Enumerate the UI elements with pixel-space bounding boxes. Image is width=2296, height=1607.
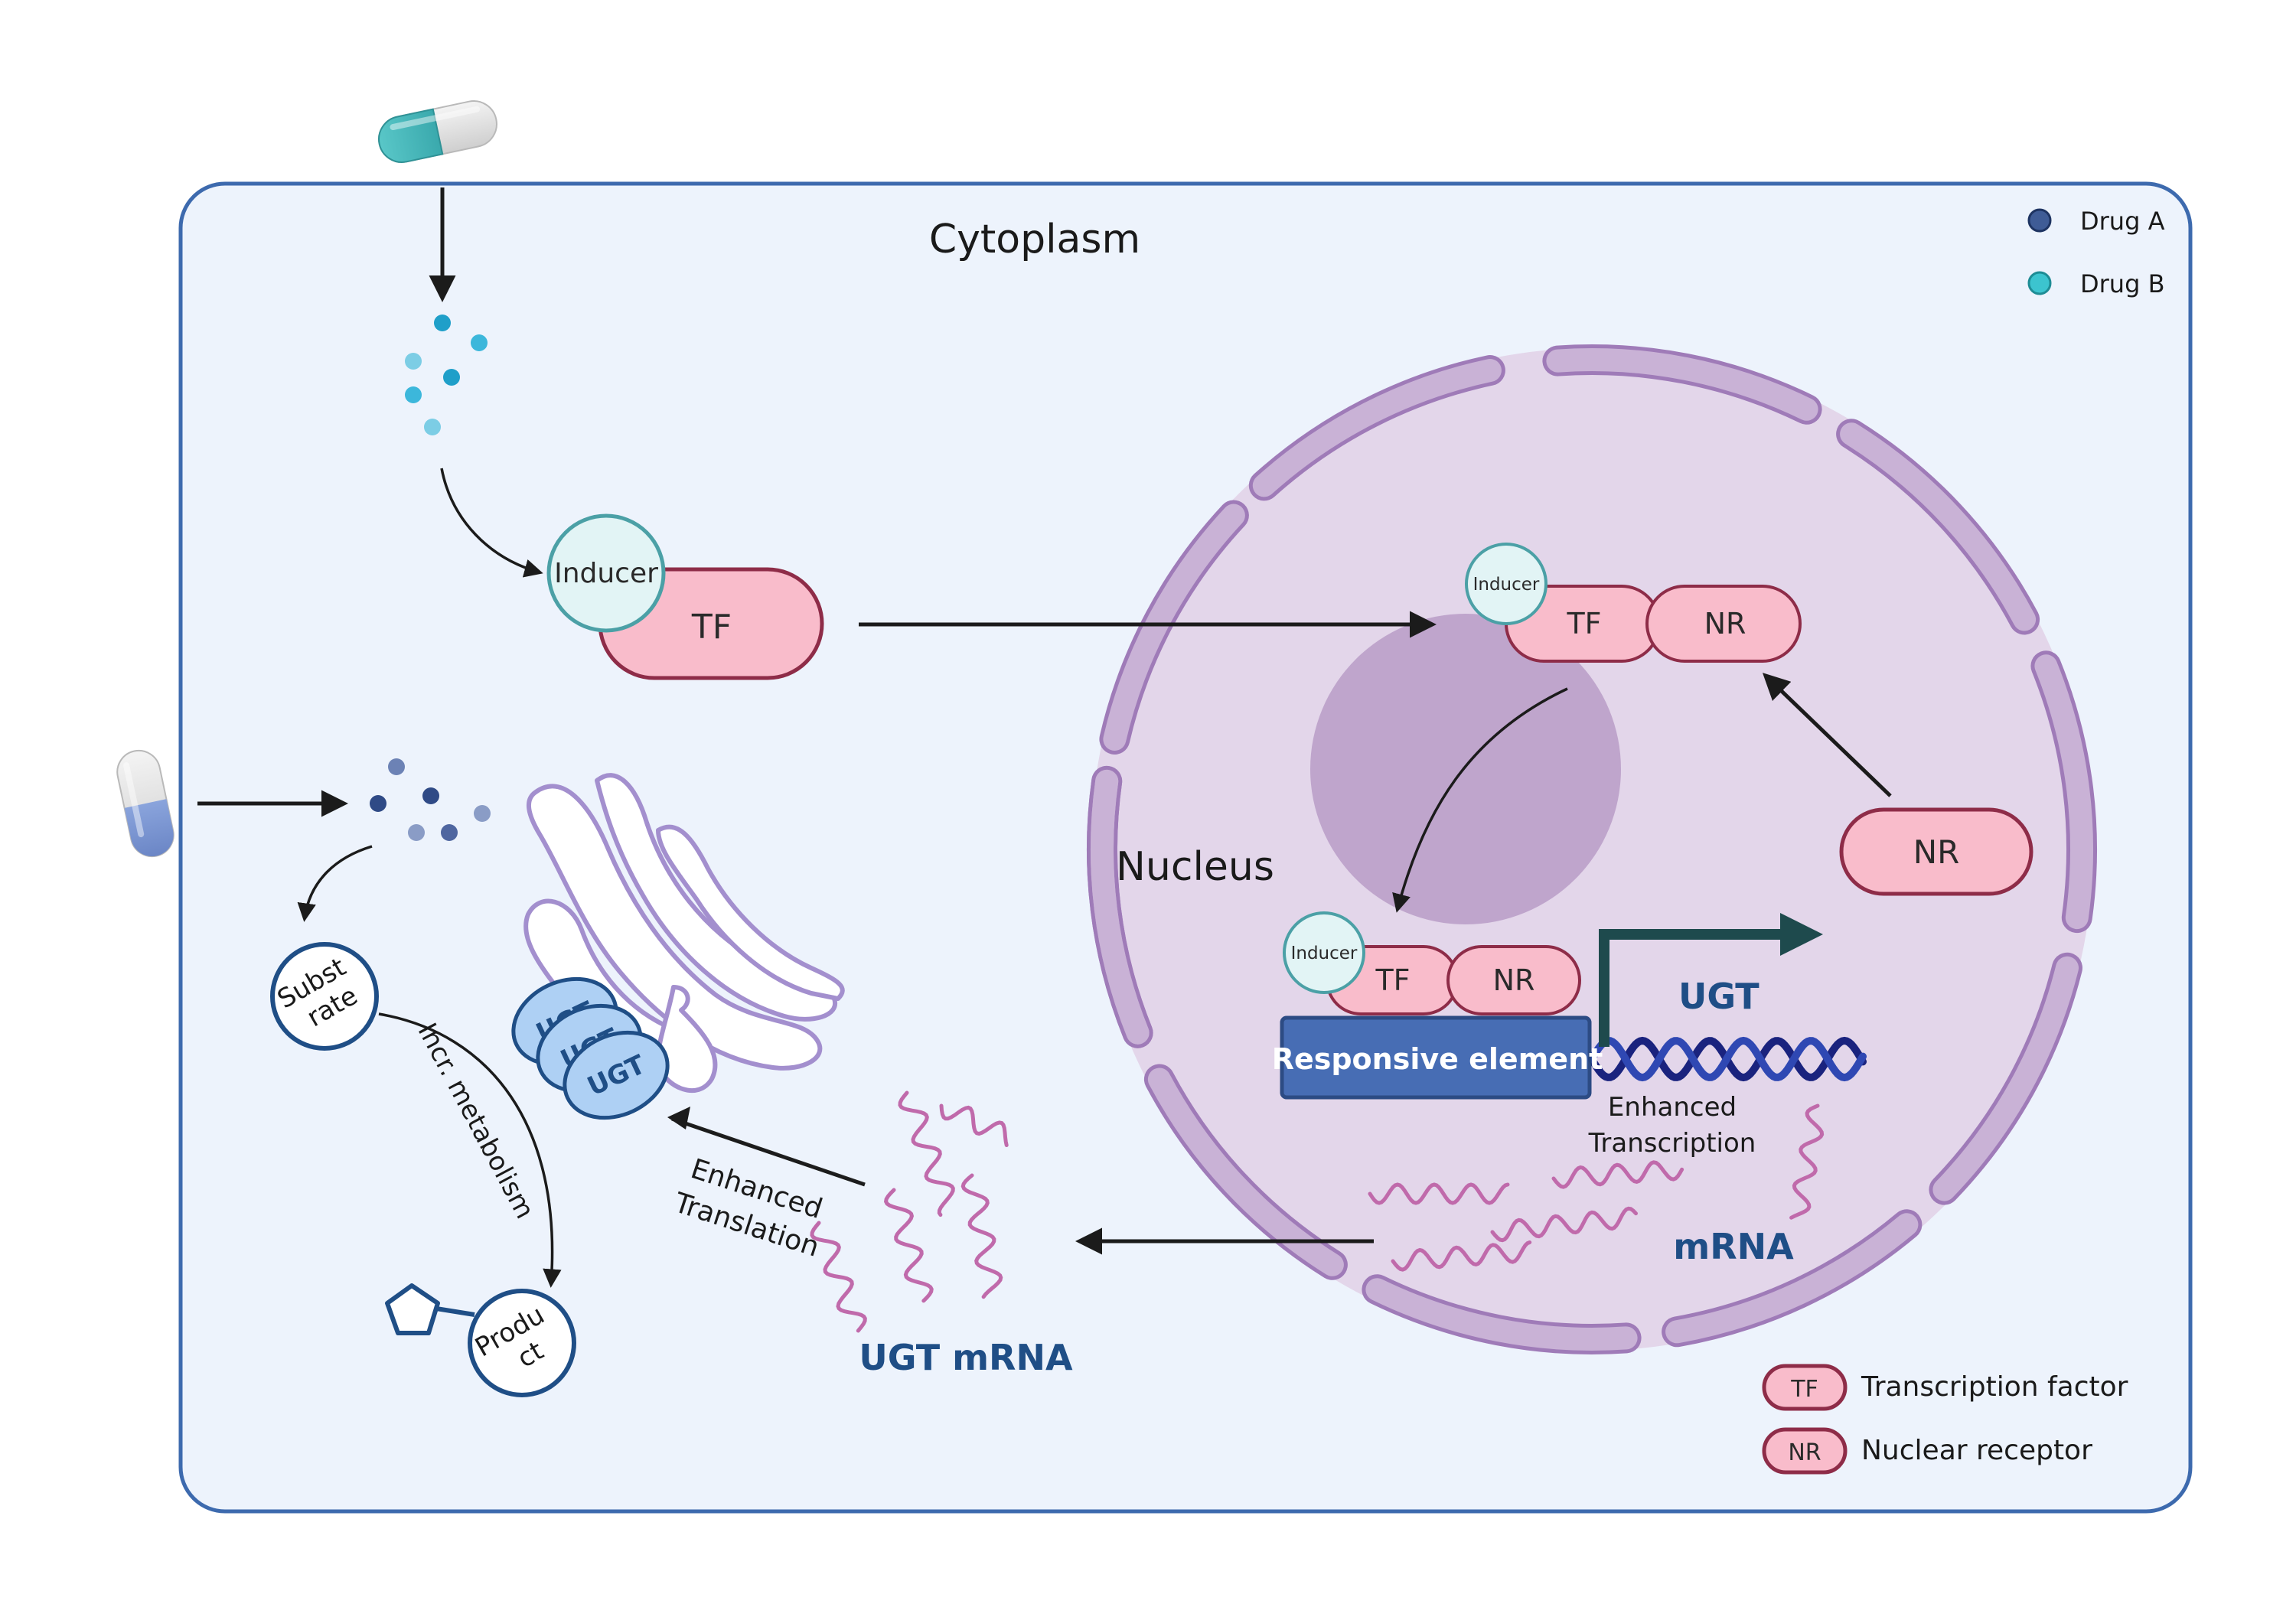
- free-nr-pill: [1839, 807, 2033, 896]
- complex-to-dna-arrow: [1392, 687, 1568, 913]
- nuclear-mrna-strands: [1368, 1103, 1825, 1272]
- nr-to-complex-arrow: [1762, 673, 1892, 797]
- nuclear-top-tf-label: TF: [1566, 607, 1601, 641]
- nucleolus: [1310, 614, 1621, 924]
- responsive-element-box: [1280, 1015, 1592, 1100]
- endoplasmic-reticulum: [523, 773, 845, 1094]
- tf-legend-label: Transcription factor: [1861, 1371, 2128, 1403]
- free-nr-label: NR: [1913, 833, 1960, 871]
- substrate-circle: [270, 942, 379, 1051]
- mrna-label: mRNA: [1673, 1226, 1794, 1267]
- tf-legend-pill: [1762, 1364, 1848, 1411]
- enhanced-transcription-line1: Enhanced: [1608, 1092, 1737, 1123]
- nuclear-top-nr-pill: [1645, 585, 1802, 663]
- ugt-mrna-label: UGT mRNA: [859, 1337, 1073, 1378]
- ugt-enzyme-3: UGT: [563, 1030, 670, 1120]
- dna-tf-label: TF: [1375, 963, 1410, 997]
- cytoplasm-tf-label: TF: [691, 608, 732, 647]
- drug-b-capsule-icon: [378, 100, 497, 163]
- glucuronide-pentagon-icon: [385, 1283, 440, 1335]
- nuclear-top-nr-label: NR: [1704, 607, 1746, 641]
- ugt-gene-label: UGT: [1678, 976, 1760, 1017]
- drug-b-particles: [405, 315, 488, 435]
- product-circle: [468, 1289, 576, 1397]
- drug-b-legend-label: Drug B: [2080, 269, 2165, 298]
- nuclear-envelope: [1087, 344, 2097, 1354]
- drug-a-particles: [370, 758, 491, 841]
- transcription-start-arrowhead: [1780, 913, 1823, 956]
- nuclear-top-inducer-label: Inducer: [1473, 575, 1540, 595]
- drug-b-to-inducer-arrow: [440, 468, 543, 578]
- product-bond: [435, 1306, 475, 1317]
- responsive-element-label: Responsive element: [1272, 1042, 1603, 1076]
- cytoplasm-inducer-tf-complex: TF Inducer: [546, 513, 824, 680]
- cytoplasm-label: Cytoplasm: [929, 217, 1140, 262]
- nr-legend-label: Nuclear receptor: [1861, 1435, 2092, 1466]
- ugt-enzymes: UGT UGT UGT: [511, 976, 670, 1120]
- nuclear-top-inducer: [1465, 543, 1548, 625]
- cytoplasm-inducer: [546, 513, 666, 633]
- transcription-start-arrow: [1599, 929, 1783, 1047]
- translation-arrow: [671, 1116, 866, 1187]
- dna-nr-pill: [1446, 945, 1581, 1015]
- legend-drugs: Drug A Drug B: [2027, 207, 2165, 298]
- metabolism-arrow: [378, 1012, 562, 1288]
- enhanced-transcription-line2: Transcription: [1588, 1128, 1756, 1159]
- drug-a-capsule-icon: [116, 749, 174, 858]
- cytoplasm-inducer-label: Inducer: [554, 558, 658, 589]
- nuclear-complex-dna-bound: TF NR Inducer: [1283, 911, 1581, 1015]
- dna-helix: [1588, 1036, 1867, 1082]
- dna-inducer-label: Inducer: [1291, 944, 1358, 963]
- nr-legend-pill: [1762, 1427, 1848, 1475]
- translation-arrowhead: [667, 1107, 690, 1129]
- nuclear-complex-top: TF NR Inducer: [1465, 543, 1802, 663]
- drug-a-to-substrate-arrow: [297, 845, 373, 922]
- drug-a-legend-dot: [2027, 208, 2052, 233]
- legend-proteins: TF Transcription factor NR Nuclear recep…: [1762, 1364, 2128, 1475]
- drug-b-legend-dot: [2027, 271, 2052, 295]
- nr-legend-tag: NR: [1788, 1439, 1821, 1466]
- nucleus-label: Nucleus: [1116, 844, 1274, 890]
- dna-inducer: [1283, 911, 1365, 994]
- tf-legend-tag: TF: [1790, 1376, 1818, 1403]
- drug-a-legend-label: Drug A: [2080, 207, 2165, 236]
- cytoplasm-mrna-strands: [810, 1090, 1009, 1333]
- dna-nr-label: NR: [1493, 963, 1535, 997]
